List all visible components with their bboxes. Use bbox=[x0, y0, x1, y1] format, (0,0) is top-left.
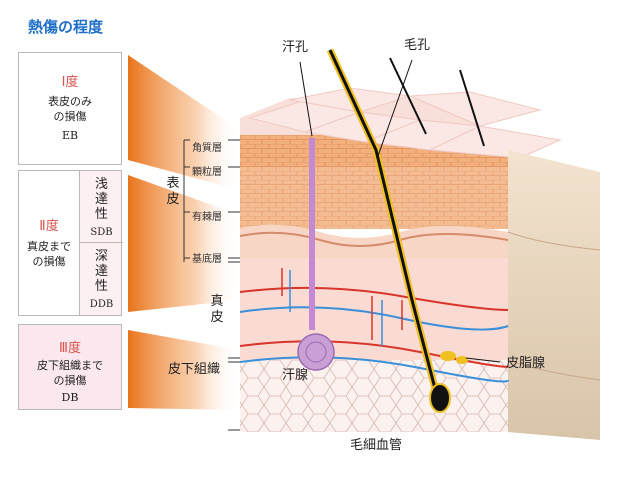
deep-subtype: 深達性 DDB bbox=[79, 243, 123, 315]
skin-side-face bbox=[508, 150, 600, 440]
deep-label-text: 深達性 bbox=[94, 249, 108, 294]
layer-granulosum: 顆粒層 bbox=[192, 167, 222, 178]
degree-2-grade: Ⅱ度 bbox=[39, 219, 59, 234]
hair-shaft bbox=[326, 48, 468, 413]
sweat-gland-label: 汗腺 bbox=[282, 368, 309, 383]
layer-spinosum: 有棘層 bbox=[192, 212, 222, 223]
blood-vessels bbox=[239, 268, 510, 383]
hair-pore-label: 毛孔 bbox=[404, 38, 431, 53]
degree-3-code: DB bbox=[61, 391, 79, 404]
degree-1-wedge bbox=[128, 55, 240, 190]
superficial-label: 浅達性 bbox=[80, 177, 123, 222]
superficial-label-text: 浅達性 bbox=[94, 177, 108, 222]
degree-3-wedge bbox=[128, 330, 240, 410]
deep-code: DDB bbox=[89, 299, 114, 310]
dermis-label: 真皮 bbox=[210, 294, 224, 325]
degree-3-box: Ⅲ度 皮下組織まで の損傷 DB bbox=[18, 324, 122, 410]
degree-1-desc-line2: の損傷 bbox=[53, 110, 87, 123]
capillaries-label: 毛細血管 bbox=[350, 438, 403, 453]
superficial-subtype: 浅達性 SDB bbox=[79, 171, 123, 243]
degree-2-box: Ⅱ度 真皮まで の損傷 浅達性 SDB 深達性 DDB bbox=[18, 170, 123, 316]
degree-1-box: Ⅰ度 表皮のみ の損傷 EB bbox=[18, 52, 122, 165]
degree-1-desc-line1: 表皮のみ bbox=[48, 95, 92, 108]
degree-1-code: EB bbox=[61, 129, 79, 142]
skin-front-face bbox=[239, 98, 509, 432]
degree-3-grade: Ⅲ度 bbox=[59, 341, 81, 356]
degree-1-grade: Ⅰ度 bbox=[61, 75, 79, 90]
degree-2-desc-line2: の損傷 bbox=[32, 255, 66, 268]
leader-lines bbox=[299, 59, 501, 363]
degree-3-desc-line1: 皮下組織まで bbox=[37, 359, 103, 372]
subcutis-label: 皮下組織 bbox=[168, 362, 221, 377]
diagram-title: 熱傷の程度 bbox=[28, 18, 104, 36]
sweat-gland bbox=[297, 138, 335, 371]
superficial-code: SDB bbox=[90, 227, 113, 238]
deep-label: 深達性 bbox=[80, 249, 123, 294]
sebaceous-gland-label: 皮脂腺 bbox=[506, 356, 546, 371]
layer-basale: 基底層 bbox=[192, 254, 222, 265]
layer-corneum: 角質層 bbox=[192, 143, 222, 154]
degree-3-desc-line2: の損傷 bbox=[53, 374, 87, 387]
degree-2-desc-line1: 真皮まで bbox=[27, 240, 71, 253]
sweat-pore-label: 汗孔 bbox=[282, 40, 309, 55]
epidermis-label: 表皮 bbox=[166, 176, 180, 207]
epidermis-bracket bbox=[183, 139, 240, 431]
